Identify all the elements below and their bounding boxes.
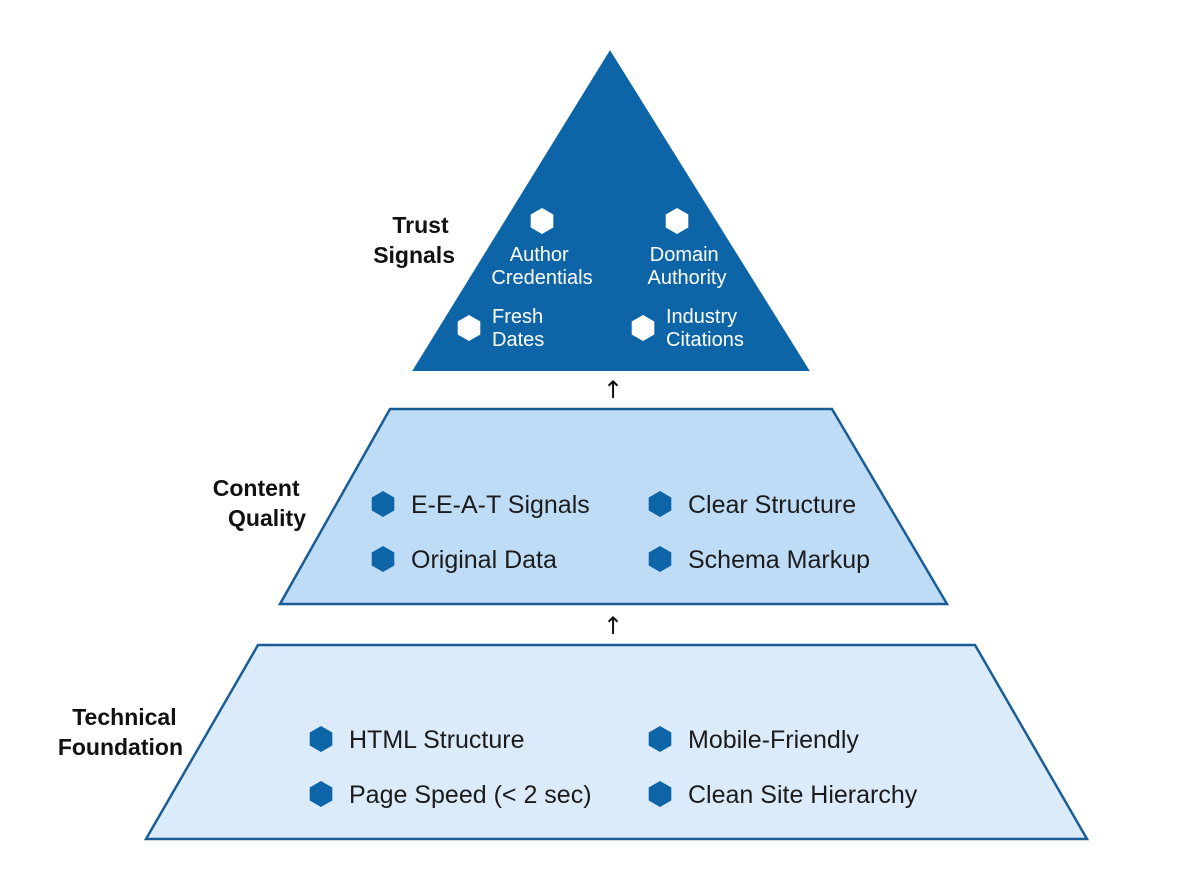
trust-item-line: Dates <box>492 329 544 351</box>
content-item-original-data: Original Data <box>371 546 557 574</box>
technical-foundation-trapezoid <box>143 643 1090 841</box>
trust-signals-triangle <box>412 50 810 371</box>
svg-text:Industry Citations: Industry Citations <box>666 306 744 351</box>
trust-item-line: Credentials <box>491 267 592 289</box>
svg-text:Domain Authority: Domain Authority <box>648 244 727 289</box>
tier-content-quality: Content Quality E-E-A-T Signals Clear St… <box>213 407 950 606</box>
trust-item-industry-citations: Industry Citations <box>631 306 744 351</box>
tier-trust-signals: Trust Signals Author Credentials Domain … <box>373 50 810 371</box>
content-quality-label-line1: Content <box>213 475 300 501</box>
trust-item-line: Author <box>510 244 569 266</box>
technical-foundation-label: Technical Foundation <box>58 704 183 760</box>
trust-item-line: Industry <box>666 306 737 328</box>
technical-item-label: Page Speed (< 2 sec) <box>349 781 592 809</box>
up-arrow-icon: ↑ <box>603 376 623 404</box>
trust-item-line: Domain <box>650 244 719 266</box>
trust-item-line: Authority <box>648 267 727 289</box>
technical-item-label: Mobile-Friendly <box>688 726 859 754</box>
trust-signals-label: Trust Signals <box>373 212 455 268</box>
content-item-label: Clear Structure <box>688 491 856 519</box>
content-item-label: E-E-A-T Signals <box>411 491 590 519</box>
technical-item-page-speed: Page Speed (< 2 sec) <box>309 781 592 809</box>
svg-text:Fresh Dates: Fresh Dates <box>492 306 549 351</box>
tier-technical-foundation: Technical Foundation HTML Structure Mobi… <box>58 643 1090 841</box>
technical-item-clean-site-hierarchy: Clean Site Hierarchy <box>648 781 918 809</box>
technical-foundation-label-line2: Foundation <box>58 734 183 760</box>
technical-item-mobile-friendly: Mobile-Friendly <box>648 726 859 754</box>
trust-item-author-credentials: Author Credentials <box>491 208 593 289</box>
content-quality-label-line2: Quality <box>228 505 306 531</box>
content-item-schema-markup: Schema Markup <box>648 546 870 574</box>
trust-item-domain-authority: Domain Authority <box>648 208 727 289</box>
trust-item-line: Citations <box>666 329 744 351</box>
trust-signals-label-line1: Trust <box>392 212 449 238</box>
content-quality-label: Content Quality <box>213 475 306 531</box>
content-item-label: Original Data <box>411 546 557 574</box>
up-arrow-icon: ↑ <box>603 612 623 640</box>
trust-item-fresh-dates: Fresh Dates <box>457 306 549 351</box>
content-item-clear-structure: Clear Structure <box>648 491 856 519</box>
technical-item-label: Clean Site Hierarchy <box>688 781 918 809</box>
content-item-label: Schema Markup <box>688 546 870 574</box>
svg-text:Author Credentials: Author Credentials <box>491 244 592 289</box>
content-item-eeat-signals: E-E-A-T Signals <box>371 491 590 519</box>
trust-signals-label-line2: Signals <box>373 242 455 268</box>
trust-item-line: Fresh <box>492 306 543 328</box>
technical-foundation-label-line1: Technical <box>72 704 176 730</box>
content-quality-trapezoid <box>277 407 950 606</box>
technical-item-html-structure: HTML Structure <box>309 726 525 754</box>
technical-item-label: HTML Structure <box>349 726 525 754</box>
